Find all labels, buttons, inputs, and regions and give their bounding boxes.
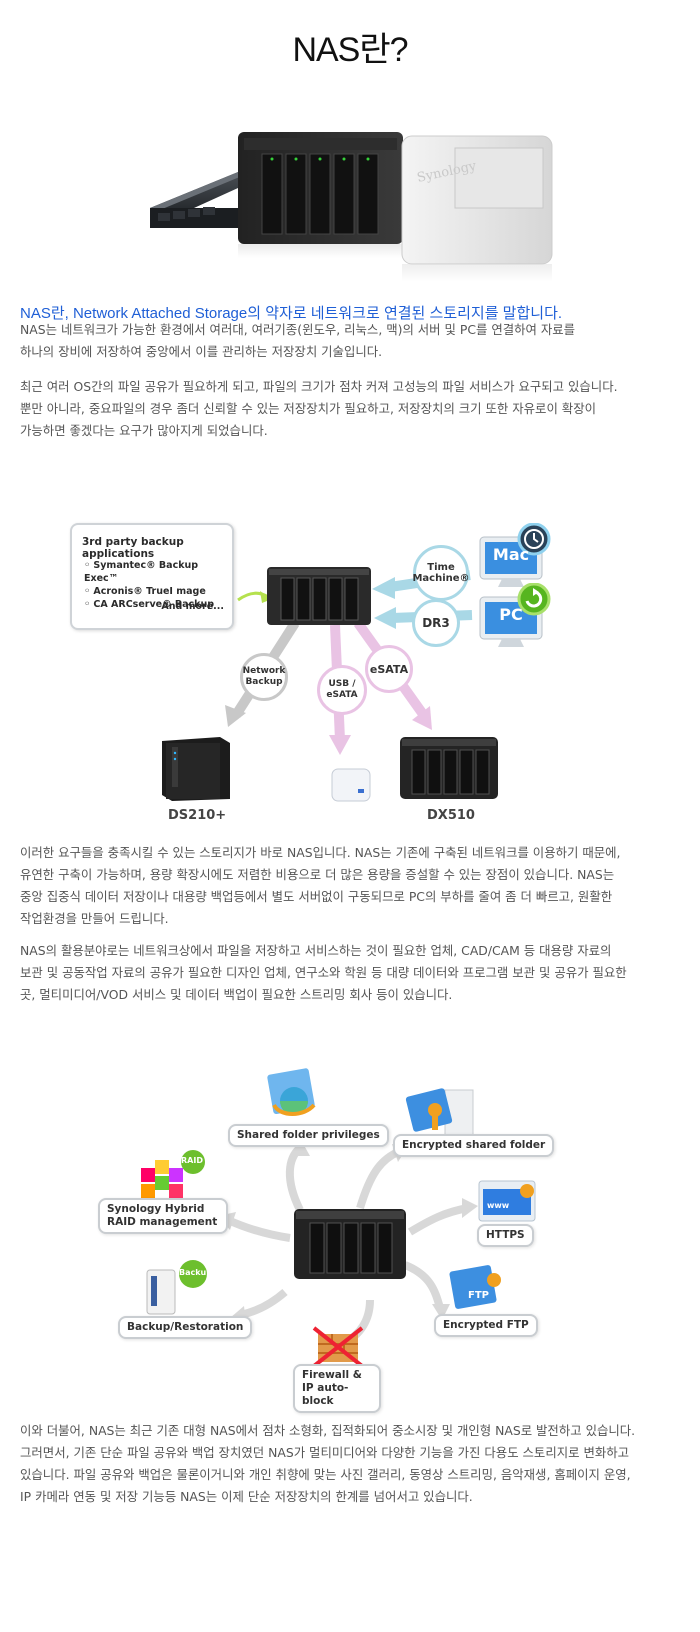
text-line: 중앙 집중식 데이터 저장이나 대용량 백업등에서 별도 서버없이 구동되므로 …: [20, 889, 613, 904]
text-line: 하나의 장비에 저장하여 중앙에서 이를 관리하는 저장장치 기술입니다.: [20, 344, 383, 359]
ds210-label: DS210+: [168, 808, 227, 823]
text-line: 가능하면 좋겠다는 요구가 많아지게 되었습니다.: [20, 423, 268, 438]
intro-paragraph: NAS는 네트워크가 가능한 환경에서 여러대, 여러기종(윈도우, 리눅스, …: [20, 319, 680, 363]
mac-computer-icon: [479, 523, 551, 587]
nas-benefits-paragraph: 이러한 요구들을 충족시킬 수 있는 스토리지가 바로 NAS입니다. NAS는…: [20, 842, 680, 930]
ftp-label: Encrypted FTP: [434, 1314, 538, 1337]
list-item: ◦ Symantec® Backup Exec™: [84, 560, 199, 584]
text-line: 작업환경을 만들어 드립니다.: [20, 911, 169, 926]
text-line: 이러한 요구들을 충족시킬 수 있는 스토리지가 바로 NAS입니다. NAS는…: [20, 845, 621, 860]
backup-badge: Backup: [179, 1268, 212, 1277]
nas-products-image: Synology: [150, 132, 553, 282]
encrypted-folder-label: Encrypted shared folder: [393, 1134, 555, 1157]
features-diagram: Shared folder privileges Encrypted share…: [0, 1060, 700, 1413]
ds210-device-icon: [162, 737, 230, 801]
backup-apps-title: 3rd party backup applications: [82, 536, 184, 560]
mac-label: Mac: [492, 545, 530, 564]
pc-label: PC: [499, 605, 523, 624]
backup-label: Backup/Restoration: [118, 1316, 253, 1339]
text-line: 그러면서, 기존 단순 파일 공유와 백업 장치였던 NAS가 멀티미디어와 다…: [20, 1445, 630, 1460]
shared-folder-icon: [267, 1068, 316, 1116]
text-line: 최근 여러 OS간의 파일 공유가 필요하게 되고, 파일의 크기가 점차 커져…: [20, 379, 618, 394]
nas-device-icon: [267, 567, 371, 625]
text-line: IP 카메라 연동 및 저장 기능등 NAS는 이제 단순 저장장치의 한계를 …: [20, 1489, 473, 1504]
www-label: www: [487, 1201, 510, 1210]
firewall-icon: [312, 1326, 364, 1368]
text-line: 곳, 멀티미디어/VOD 서비스 및 데이터 백업이 필요한 스트리밍 회사 등…: [20, 987, 453, 1002]
nas-usage-paragraph: NAS의 활용분야로는 네트워크상에서 파일을 저장하고 서비스하는 것이 필요…: [20, 940, 680, 1006]
dx510-device-icon: [400, 737, 498, 799]
https-icon: [478, 1180, 536, 1222]
backup-apps-list: ◦ Symantec® Backup Exec™ ◦ Acronis® True…: [84, 559, 232, 611]
esata-badge: eSATA: [365, 645, 413, 693]
dx510-label: DX510: [427, 808, 475, 823]
lead-sentence: NAS란, Network Attached Storage의 약자로 네트워크…: [20, 305, 563, 322]
backup-apps-more: And more...: [161, 601, 224, 612]
usb-esata-badge: USB / eSATA: [317, 665, 367, 715]
raid-icon: [141, 1150, 205, 1198]
encrypted-folder-icon: [405, 1088, 474, 1143]
network-backup-badge: Network Backup: [240, 653, 288, 701]
text-line: 이와 더불어, NAS는 최근 기존 대형 NAS에서 점차 소형화, 집적화되…: [20, 1423, 636, 1438]
nas-evolution-paragraph: 이와 더불어, NAS는 최근 기존 대형 NAS에서 점차 소형화, 집적화되…: [20, 1420, 680, 1508]
backup-device-icon: [146, 1260, 207, 1315]
backup-apps-box: 3rd party backup applications ◦ Symantec…: [70, 523, 234, 630]
text-line: 있습니다. 파일 공유와 백업은 물론이거니와 개인 취향에 맞는 사진 갤러리…: [20, 1467, 631, 1482]
needs-paragraph: 최근 여러 OS간의 파일 공유가 필요하게 되고, 파일의 크기가 점차 커져…: [20, 376, 680, 442]
text-line: NAS는 네트워크가 가능한 환경에서 여러대, 여러기종(윈도우, 리눅스, …: [20, 322, 576, 337]
external-drive-icon: [331, 768, 371, 802]
ftp-badge: FTP: [468, 1290, 489, 1301]
backup-diagram: 3rd party backup applications ◦ Symantec…: [0, 505, 700, 835]
text-line: 뿐만 아니라, 중요파일의 경우 좀더 신뢰할 수 있는 저장장치가 필요하고,…: [20, 401, 596, 416]
raid-badge: RAID: [181, 1156, 203, 1165]
text-line: 보관 및 공동작업 자료의 공유가 필요한 디자인 업체, 연구소와 학원 등 …: [20, 965, 627, 980]
list-item: ◦ Acronis® TrueI mage: [84, 586, 206, 597]
time-machine-badge: Time Machine®: [412, 545, 470, 601]
text-line: NAS의 활용분야로는 네트워크상에서 파일을 저장하고 서비스하는 것이 필요…: [20, 943, 612, 958]
https-label: HTTPS: [477, 1224, 534, 1247]
ftp-folder-icon: [449, 1265, 501, 1309]
list-item: ◦ CA ARCserve® Backup: [84, 599, 215, 610]
nas-device-icon: [294, 1209, 406, 1279]
text-line: 유연한 구축이 가능하며, 용량 확장시에도 저렴한 비용으로 더 많은 용량을…: [20, 867, 615, 882]
firewall-label: Firewall & IP auto-block: [293, 1364, 381, 1413]
shared-folder-label: Shared folder privileges: [228, 1124, 389, 1147]
raid-label: Synology Hybrid RAID management: [98, 1198, 228, 1234]
pc-computer-icon: [479, 583, 551, 647]
page-title: NAS란?: [292, 31, 408, 69]
dr3-badge: DR3: [412, 599, 460, 647]
